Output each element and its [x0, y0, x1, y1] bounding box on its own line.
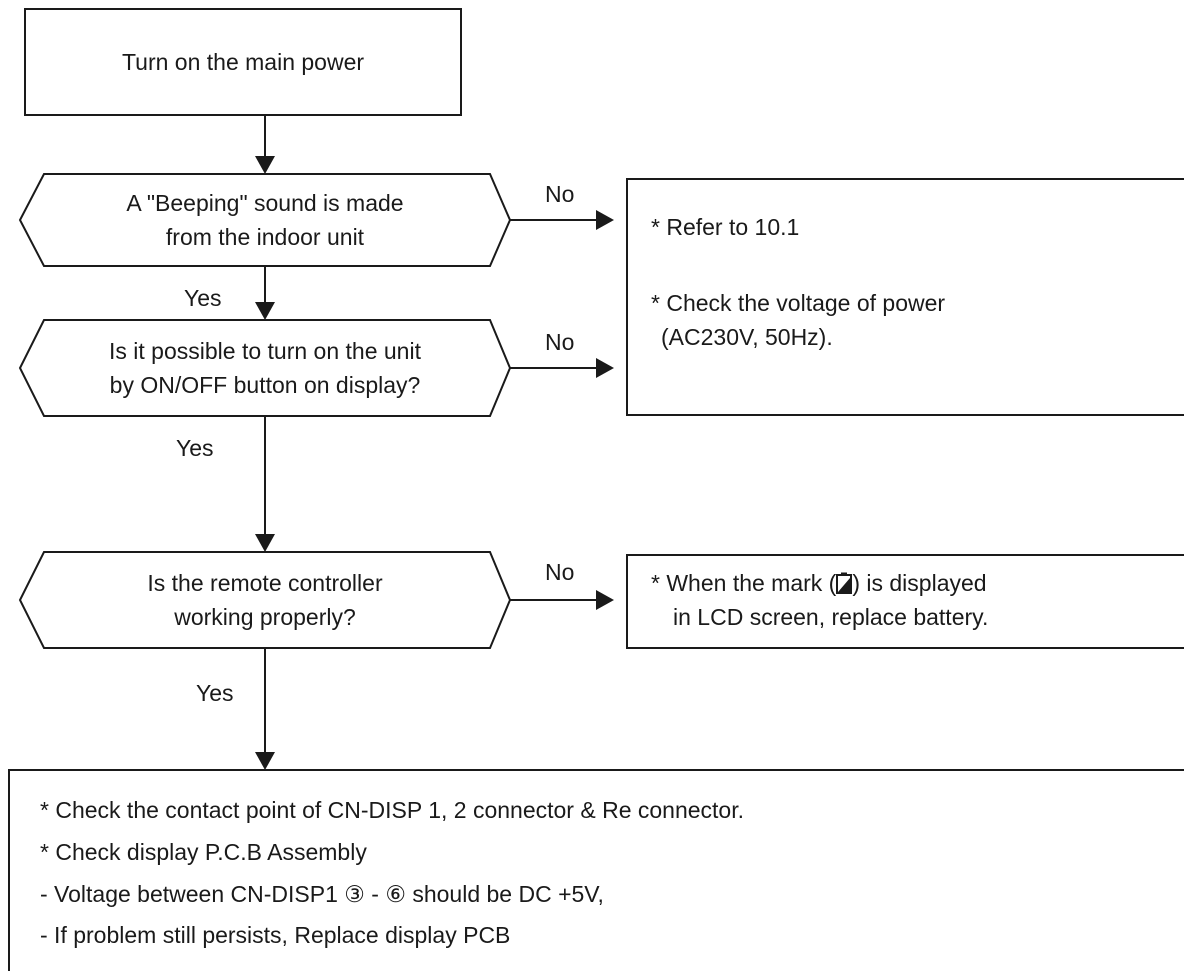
decision-onoff-line1: Is it possible to turn on the unit	[109, 338, 421, 364]
decision-onoff-line2: by ON/OFF button on display?	[109, 372, 421, 398]
battery-icon	[836, 572, 853, 594]
power-check-box	[626, 178, 1184, 416]
arrowhead-right	[596, 590, 614, 610]
final-box-line1: * Check the contact point of CN-DISP 1, …	[40, 797, 745, 823]
no-label: No	[545, 559, 575, 585]
power-box-line1: * Refer to 10.1	[651, 214, 800, 240]
final-check-box	[8, 769, 1184, 971]
remote-box-line1: * When the mark ( ) is displayed	[651, 566, 987, 600]
no-label: No	[545, 329, 575, 355]
remote-check-box	[626, 554, 1184, 649]
remote-box-line1-prefix: * When the mark (	[651, 570, 837, 596]
yes-label: Yes	[184, 285, 222, 311]
arrowhead-down	[255, 156, 275, 174]
remote-box-line1-suffix: ) is displayed	[852, 570, 987, 596]
yes-label: Yes	[196, 680, 234, 706]
arrowhead-right	[596, 210, 614, 230]
no-label: No	[545, 181, 575, 207]
decision-remote-line2: working properly?	[174, 604, 356, 630]
decision-beeping-line1: A "Beeping" sound is made	[126, 190, 404, 216]
start-box	[24, 8, 462, 116]
power-box-line3: (AC230V, 50Hz).	[661, 324, 833, 350]
final-box-line3: - Voltage between CN-DISP1 ③ - ⑥ should …	[40, 881, 604, 907]
start-label: Turn on the main power	[121, 49, 365, 75]
decision-beeping-shape	[18, 173, 512, 267]
yes-label: Yes	[176, 435, 214, 461]
decision-onoff-shape	[18, 319, 512, 417]
decision-remote-line1: Is the remote controller	[147, 570, 383, 596]
arrowhead-down	[255, 752, 275, 770]
arrowhead-right	[596, 358, 614, 378]
arrowhead-down	[255, 302, 275, 320]
power-box-line2: * Check the voltage of power	[651, 290, 946, 316]
decision-beeping-line2: from the indoor unit	[165, 224, 365, 250]
final-box-line2: * Check display P.C.B Assembly	[40, 839, 367, 865]
remote-box-line2: in LCD screen, replace battery.	[673, 604, 989, 630]
final-box-line4: - If problem still persists, Replace dis…	[40, 922, 511, 948]
arrowhead-down	[255, 534, 275, 552]
decision-remote-shape	[18, 551, 512, 649]
